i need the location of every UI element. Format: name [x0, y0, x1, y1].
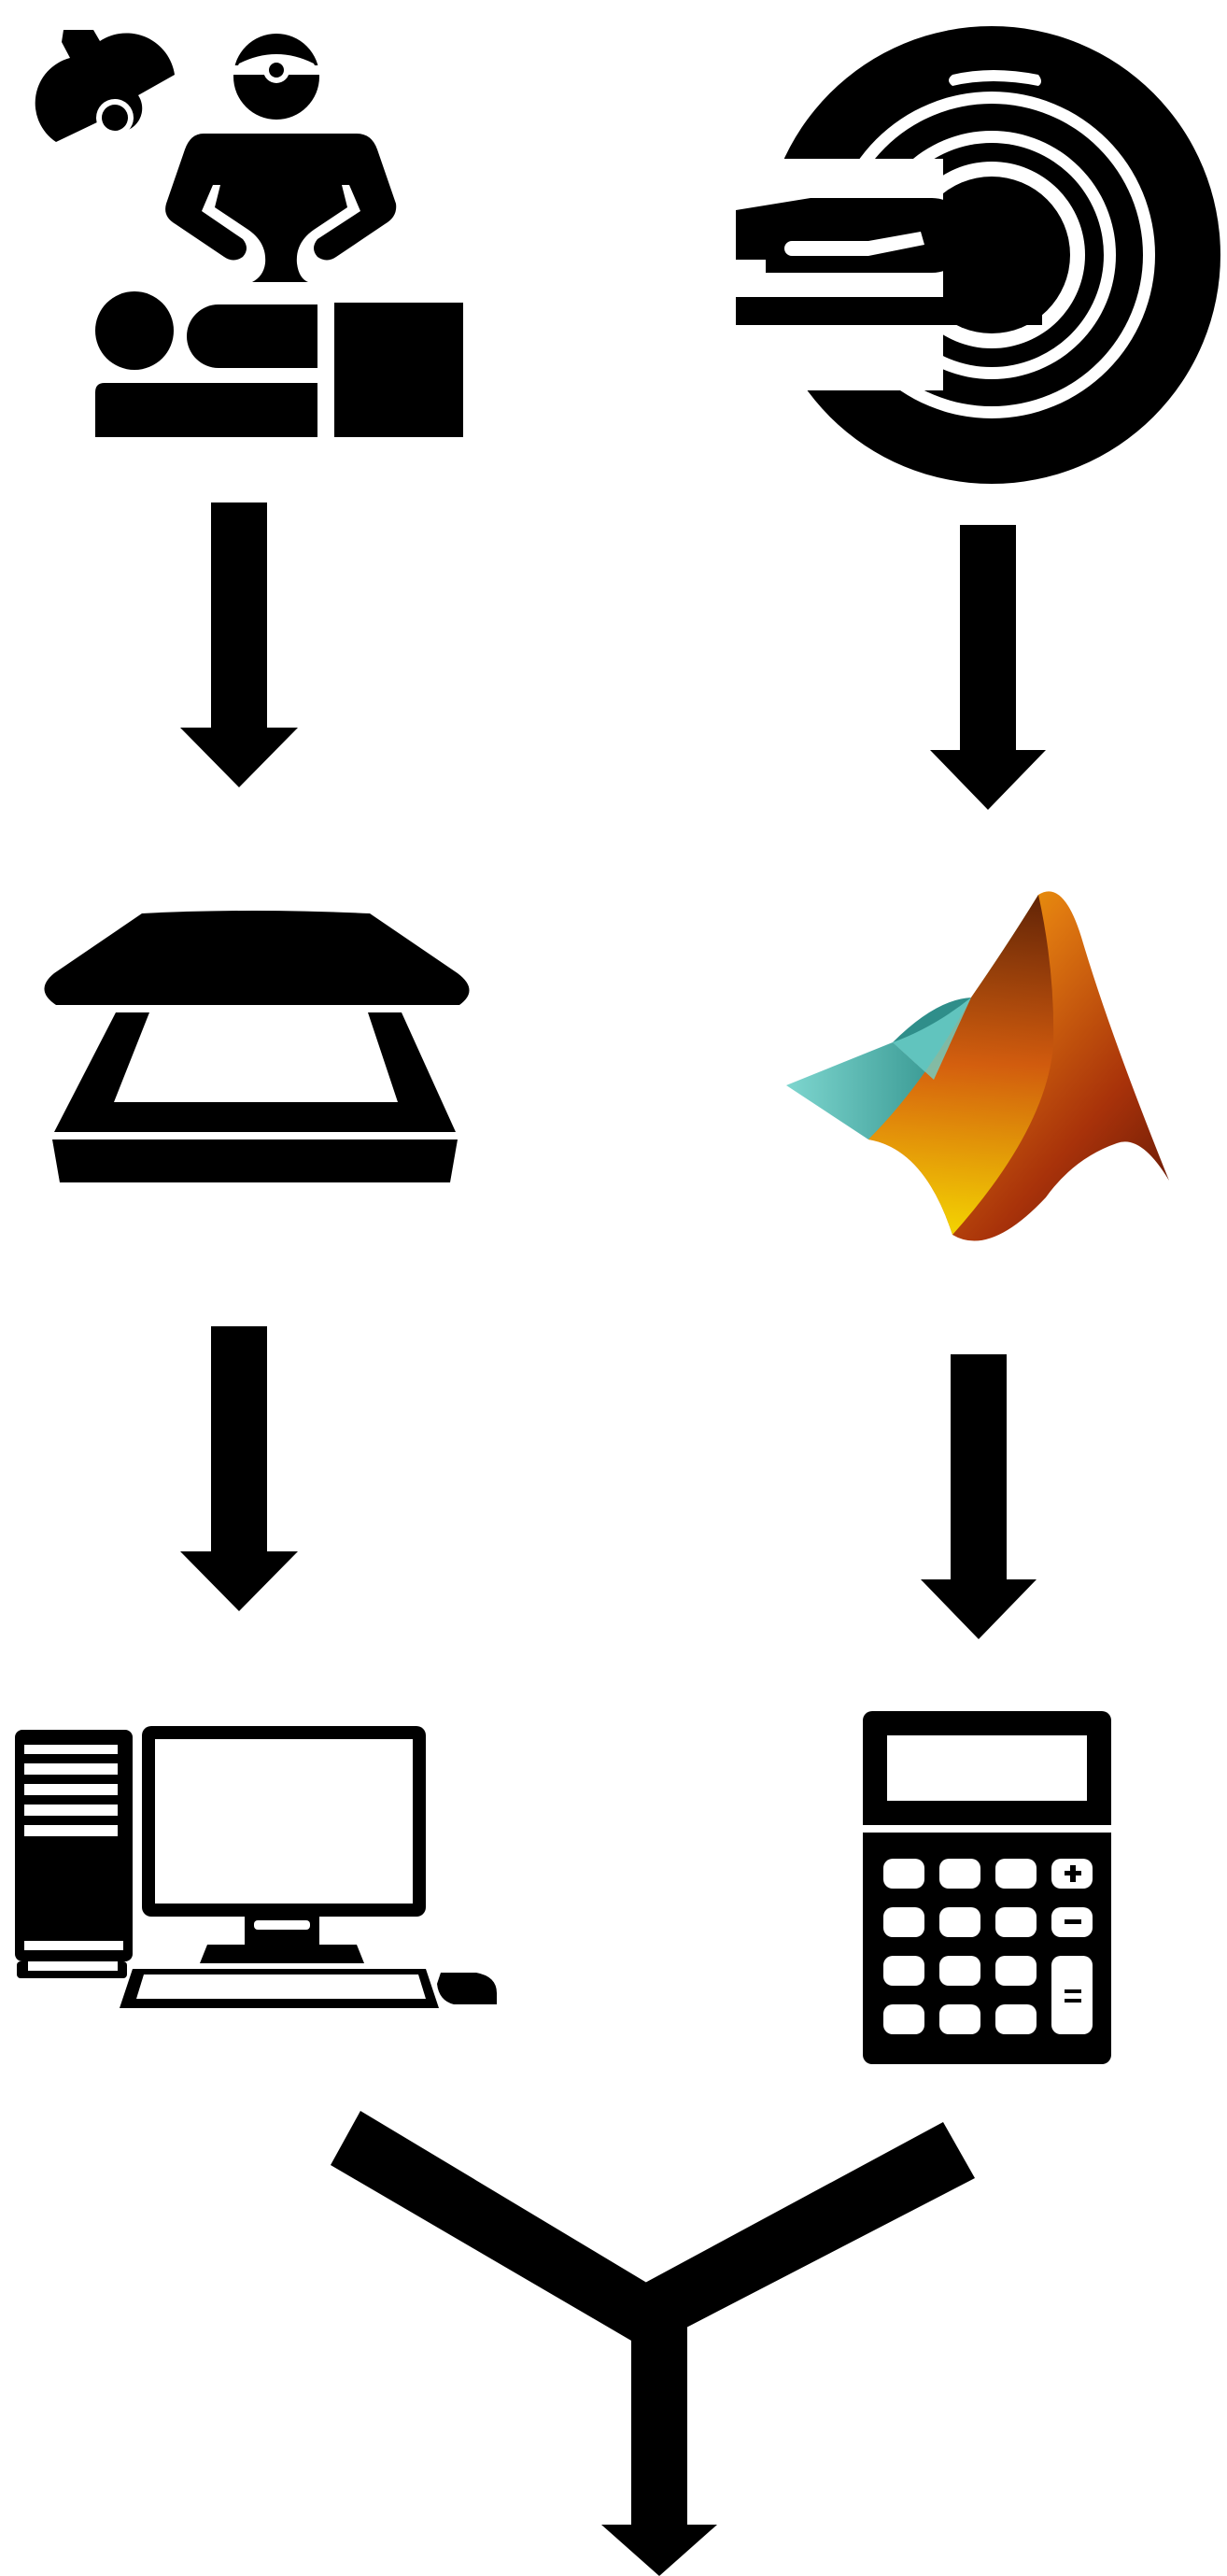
- flatbed-scanner-icon: [44, 911, 470, 1182]
- arrow-ct-to-matlab: [930, 525, 1046, 810]
- ct-scanner-icon: [710, 26, 1220, 484]
- desktop-computer-icon: [15, 1726, 497, 2008]
- merge-arrow: [331, 2111, 975, 2576]
- arrow-surgery-to-scanner: [180, 502, 298, 787]
- arrow-matlab-to-calculator: [921, 1354, 1037, 1639]
- matlab-logo-icon: [786, 891, 1169, 1241]
- calculator-icon: [863, 1711, 1111, 2064]
- surgical-procedure-icon: [35, 30, 463, 437]
- arrow-scanner-to-computer: [180, 1326, 298, 1611]
